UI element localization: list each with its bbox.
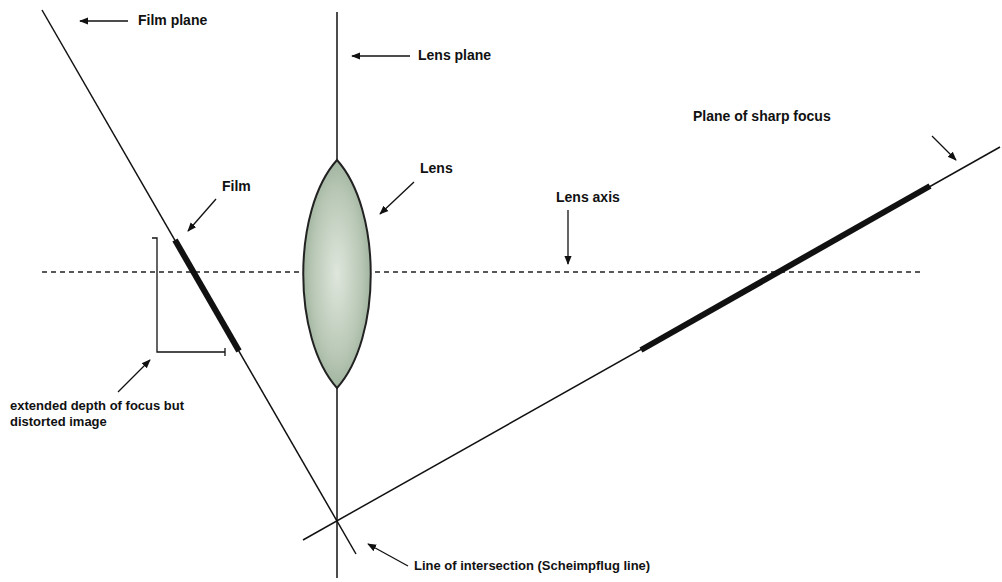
sharp-focus-strip <box>641 186 930 350</box>
plane-label: Plane of sharp focus <box>693 108 831 125</box>
leader-arrow <box>188 199 216 231</box>
leader-arrow <box>380 182 414 214</box>
leader-arrow <box>567 210 568 264</box>
leader-arrow <box>932 136 956 160</box>
leader-arrow <box>368 544 408 566</box>
plane-label: Film plane <box>138 12 207 29</box>
intersection-label: Line of intersection (Scheimpflug line) <box>414 558 650 574</box>
lens-symbol <box>303 160 371 388</box>
part-label: Film <box>222 178 251 195</box>
note-label: extended depth of focus but distorted im… <box>10 398 195 430</box>
film-strip <box>175 240 239 351</box>
axis-label: Lens axis <box>556 189 620 206</box>
depth-bracket <box>152 238 225 356</box>
leader-arrow <box>118 360 150 392</box>
leader-arrow <box>352 55 410 56</box>
plane-label: Lens plane <box>418 47 491 64</box>
focus-plane-line <box>303 147 1000 540</box>
leader-arrow <box>80 20 128 21</box>
part-label: Lens <box>420 160 453 177</box>
lens-axis <box>42 271 920 272</box>
